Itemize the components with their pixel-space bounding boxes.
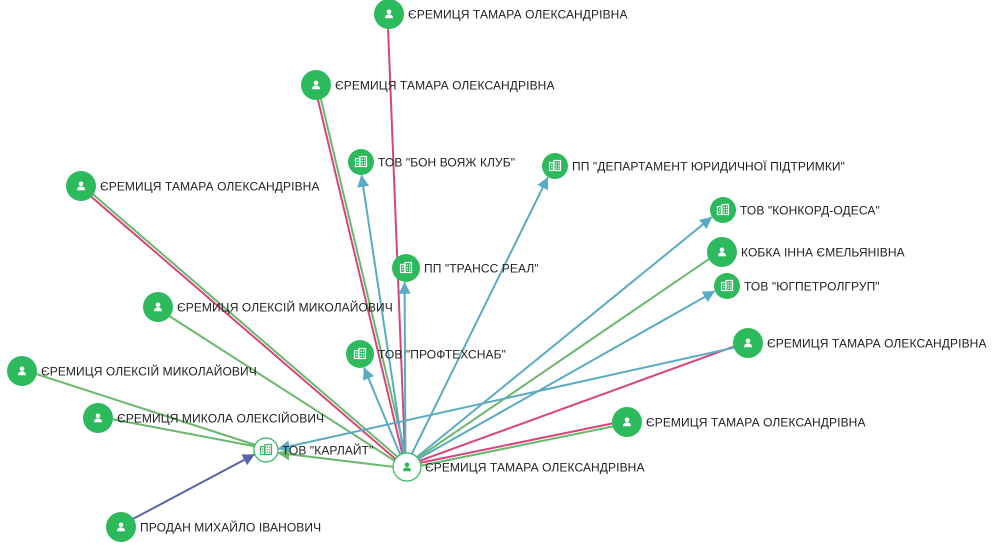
node-c_prof[interactable]: ТОВ "ПРОФТЕХСНАБ" [346,340,506,368]
building-icon [716,203,730,216]
building-icon [720,279,734,292]
node-c_dept[interactable]: ПП "ДЕПАРТАМЕНТ ЮРИДИЧНОЇ ПІДТРИМКИ" [542,153,845,179]
node-layer: ЄРЕМИЦЯ ТАМАРА ОЛЕКСАНДРІВНА ЄРЕМИЦЯ ТАМА… [7,0,987,542]
node-c_yug[interactable]: ТОВ "ЮГПЕТРОЛГРУП" [714,273,880,299]
node-label: КОБКА ІННА ЄМЕЛЬЯНІВНА [741,246,905,260]
node-label: ЄРЕМИЦЯ ТАМАРА ОЛЕКСАНДРІВНА [100,180,320,194]
person-icon [117,522,125,532]
node-label: ТОВ "ЮГПЕТРОЛГРУП" [744,280,880,294]
company-node-circle[interactable] [542,153,568,179]
node-p_oleksii1[interactable]: ЄРЕМИЦЯ ОЛЕКСІЙ МИКОЛАЙОВИЧ [143,292,393,322]
node-label: ЄРЕМИЦЯ ТАМАРА ОЛЕКСАНДРІВНА [425,461,645,475]
company-node-circle[interactable] [392,254,420,282]
company-node-circle[interactable] [346,340,374,368]
person-icon [385,9,393,19]
edge-center-to-c_konkord [415,216,713,459]
edge-center-to-c_prof [362,367,402,456]
person-icon [77,181,85,191]
node-label: ЄРЕМИЦЯ ТАМАРА ОЛЕКСАНДРІВНА [335,79,555,93]
edge-center-to-p_right1 [418,345,735,462]
edge-center-to-p_top2 [319,98,407,455]
node-label: ПП "ДЕПАРТАМЕНТ ЮРИДИЧНОЇ ПІДТРИМКИ" [572,160,845,174]
company-node-circle[interactable] [714,273,740,299]
node-label: ЄРЕМИЦЯ МИКОЛА ОЛЕКСІЙОВИЧ [117,411,324,426]
node-p_kobka[interactable]: КОБКА ІННА ЄМЕЛЬЯНІВНА [707,237,905,267]
node-p_oleksii2[interactable]: ЄРЕМИЦЯ ОЛЕКСІЙ МИКОЛАЙОВИЧ [7,356,257,386]
node-p_top[interactable]: ЄРЕМИЦЯ ТАМАРА ОЛЕКСАНДРІВНА [374,0,628,29]
edge-center-to-p_right2 [419,422,614,464]
node-label: ЄРЕМИЦЯ ТАМАРА ОЛЕКСАНДРІВНА [767,337,987,351]
node-p_right1[interactable]: ЄРЕМИЦЯ ТАМАРА ОЛЕКСАНДРІВНА [733,328,987,358]
person-icon [403,462,411,472]
node-label: ТОВ "БОН ВОЯЖ КЛУБ" [378,156,515,170]
edge-center-to-c_trans [398,281,411,455]
edge-center-to-p_oleksii1 [168,315,396,462]
company-node-circle[interactable] [348,149,374,175]
building-icon [354,155,368,168]
node-label: ЄРЕМИЦЯ ОЛЕКСІЙ МИКОЛАЙОВИЧ [41,364,257,379]
edge-p_right1-to-c_karlait [277,346,735,453]
node-label: ПП "ТРАНСС РЕАЛ" [424,262,539,276]
node-c_konkord[interactable]: ТОВ "КОНКОРД-ОДЕСА" [710,197,880,223]
person-icon [718,247,726,257]
edge-center-to-p_kobka [416,258,710,459]
node-label: ТОВ "КОНКОРД-ОДЕСА" [740,204,880,218]
node-label: ЄРЕМИЦЯ ТАМАРА ОЛЕКСАНДРІВНА [646,416,866,430]
node-p_prodan[interactable]: ПРОДАН МИХАЙЛО ІВАНОВИЧ [106,512,321,542]
person-icon [623,417,631,427]
edge-p_mykola-to-c_karlait [112,418,256,448]
company-node-circle[interactable] [710,197,736,223]
node-center[interactable]: ЄРЕМИЦЯ ТАМАРА ОЛЕКСАНДРІВНА [392,452,645,482]
edge-p_oleksii2-to-c_karlait [35,373,257,446]
building-icon [353,347,367,360]
node-label: ПРОДАН МИХАЙЛО ІВАНОВИЧ [140,520,321,535]
edge-center-to-p_right2 [420,425,614,467]
person-icon [94,413,102,423]
edge-center-to-c_yug [417,290,716,460]
company-node-circle[interactable] [253,437,279,463]
node-p_top2[interactable]: ЄРЕМИЦЯ ТАМАРА ОЛЕКСАНДРІВНА [301,70,555,100]
person-icon [744,338,752,348]
node-label: ТОВ "КАРЛАЙТ" [282,443,373,458]
person-icon [18,366,26,376]
node-label: ЄРЕМИЦЯ ОЛЕКСІЙ МИКОЛАЙОВИЧ [177,300,393,315]
node-p_mykola[interactable]: ЄРЕМИЦЯ МИКОЛА ОЛЕКСІЙОВИЧ [83,403,324,433]
node-c_bon[interactable]: ТОВ "БОН ВОЯЖ КЛУБ" [348,149,515,175]
node-p_right2[interactable]: ЄРЕМИЦЯ ТАМАРА ОЛЕКСАНДРІВНА [612,407,866,437]
building-icon [548,159,562,172]
node-label: ТОВ "ПРОФТЕХСНАБ" [378,348,506,362]
edge-p_prodan-to-c_karlait [132,453,255,520]
node-c_karlait[interactable]: ТОВ "КАРЛАЙТ" [253,437,373,463]
edge-center-to-p_top [387,28,406,455]
edge-center-to-p_top2 [317,98,404,455]
edge-layer [35,28,735,520]
person-icon [312,80,320,90]
node-c_trans[interactable]: ПП "ТРАНСС РЕАЛ" [392,254,539,282]
person-icon [154,302,162,312]
building-icon [259,443,273,456]
node-p_left1[interactable]: ЄРЕМИЦЯ ТАМАРА ОЛЕКСАНДРІВНА [66,171,320,201]
edge-center-to-c_dept [410,176,549,455]
edge-center-to-c_bon [357,174,405,455]
node-label: ЄРЕМИЦЯ ТАМАРА ОЛЕКСАНДРІВНА [408,8,628,22]
edge-center-to-c_karlait [277,448,394,468]
building-icon [399,261,413,274]
edge-center-to-p_left1 [92,193,399,458]
edge-center-to-p_left1 [90,195,397,460]
